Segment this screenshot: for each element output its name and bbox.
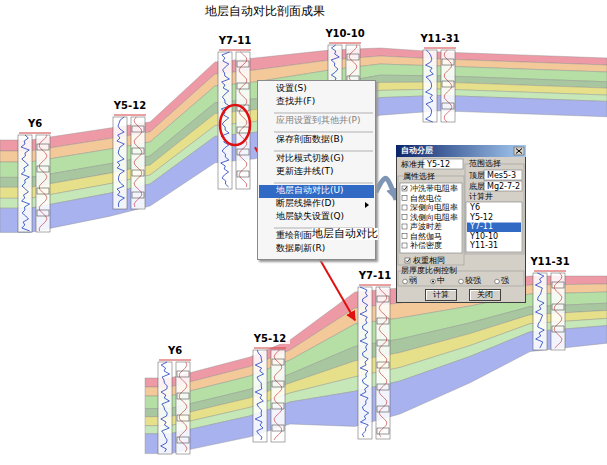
dialog-field: 较强 bbox=[465, 277, 481, 286]
dialog-title: 自动分层 bbox=[401, 147, 433, 156]
dialog-field: 弱 bbox=[409, 277, 417, 286]
menu-item: 设置(S) bbox=[276, 84, 307, 94]
well-column: Y11-31 bbox=[420, 33, 460, 123]
dialog-field: 范围选择 bbox=[469, 160, 501, 169]
menu-item: 应用设置到其他井(P) bbox=[276, 116, 360, 126]
dialog-field: 强 bbox=[501, 277, 509, 286]
dialog-field: Mg2-7-2 bbox=[487, 183, 520, 192]
well-name: Y10-10 bbox=[325, 28, 365, 39]
well-name: Y11-31 bbox=[530, 256, 570, 267]
well-column: Y6 bbox=[155, 345, 195, 455]
menu-item: 断层线操作(D) bbox=[276, 199, 335, 209]
well-log bbox=[355, 284, 395, 440]
well-column: Y5-12 bbox=[250, 333, 290, 443]
button-label: 计算 bbox=[426, 291, 456, 300]
dialog-field: 冲洗带电阻率 bbox=[410, 185, 458, 194]
well-log bbox=[110, 114, 150, 210]
dialog-field: 属性选择 bbox=[403, 173, 435, 182]
dialog-field: 深侧向电阻率 bbox=[410, 204, 458, 213]
dialog-field: Y11-31 bbox=[470, 242, 498, 251]
dialog-field: 补偿密度 bbox=[410, 242, 442, 251]
well-log bbox=[215, 49, 255, 190]
well-log bbox=[250, 347, 290, 443]
well-log bbox=[530, 270, 570, 351]
well-name: Y11-31 bbox=[420, 33, 460, 44]
dialog-field: 自然电位 bbox=[410, 195, 442, 204]
dialog-button: 关闭 bbox=[469, 289, 501, 301]
dialog-field: Mes5-3 bbox=[487, 172, 516, 181]
menu-item: 查找井(F) bbox=[276, 97, 315, 107]
well-name: Y6 bbox=[15, 118, 55, 129]
menu-item: 更新连井线(T) bbox=[276, 167, 334, 177]
menu-item: 对比模式切换(G) bbox=[276, 154, 344, 164]
dialog-button: 计算 bbox=[425, 289, 457, 301]
well-name: Y7-11 bbox=[215, 35, 255, 46]
well-name: Y5-12 bbox=[250, 333, 290, 344]
well-column: Y6 bbox=[15, 118, 55, 233]
well-log bbox=[15, 132, 55, 233]
well-column: Y7-11 bbox=[355, 270, 395, 440]
well-name: Y6 bbox=[155, 345, 195, 356]
dialog-field: Y5-12 bbox=[470, 214, 493, 223]
well-column: Y5-12 bbox=[110, 100, 150, 210]
button-label: 关闭 bbox=[470, 291, 500, 300]
well-column: Y11-31 bbox=[530, 256, 570, 351]
dialog-field: Y7-11 bbox=[470, 223, 493, 232]
well-column: Y7-11 bbox=[215, 35, 255, 190]
well-log bbox=[420, 47, 460, 123]
menu-item: 数据刷新(R) bbox=[276, 244, 325, 254]
highlight-circle bbox=[220, 105, 250, 145]
dialog-field: Y5-12 bbox=[427, 161, 450, 170]
dialog-field: 底层 bbox=[469, 183, 485, 192]
well-name: Y5-12 bbox=[110, 100, 150, 111]
well-log bbox=[155, 359, 195, 455]
annotation-label: 地层自动对比 bbox=[312, 228, 378, 240]
dialog-field: 计算井 bbox=[469, 193, 493, 202]
dialog-field: 中 bbox=[437, 277, 445, 286]
dialog-field: 自然伽马 bbox=[410, 233, 442, 242]
dialog-field: 层厚度比例控制 bbox=[401, 267, 457, 276]
well-name: Y7-11 bbox=[355, 270, 395, 281]
dialog-field: Y10-10 bbox=[470, 233, 498, 242]
dialog-field: 声波时差 bbox=[410, 223, 442, 232]
dialog-field: 权重相同 bbox=[413, 257, 445, 266]
menu-item: 地层缺失设置(Q) bbox=[276, 212, 344, 222]
flow-arrow bbox=[376, 178, 396, 200]
title: 地层自动对比剖面成果 bbox=[205, 5, 325, 18]
dialog-field: 标准井 bbox=[401, 161, 425, 170]
menu-item: 保存剖面数据(B) bbox=[276, 135, 343, 145]
menu-item: 地层自动对比(U) bbox=[276, 186, 344, 196]
dialog-field: 顶层 bbox=[469, 172, 485, 181]
dialog-field: 浅侧向电阻率 bbox=[410, 214, 458, 223]
dialog-window: 计算关闭自动分层标准井Y5-12属性选择冲洗带电阻率自然电位深侧向电阻率浅侧向电… bbox=[396, 145, 526, 303]
dialog-field: Y6 bbox=[470, 204, 480, 213]
